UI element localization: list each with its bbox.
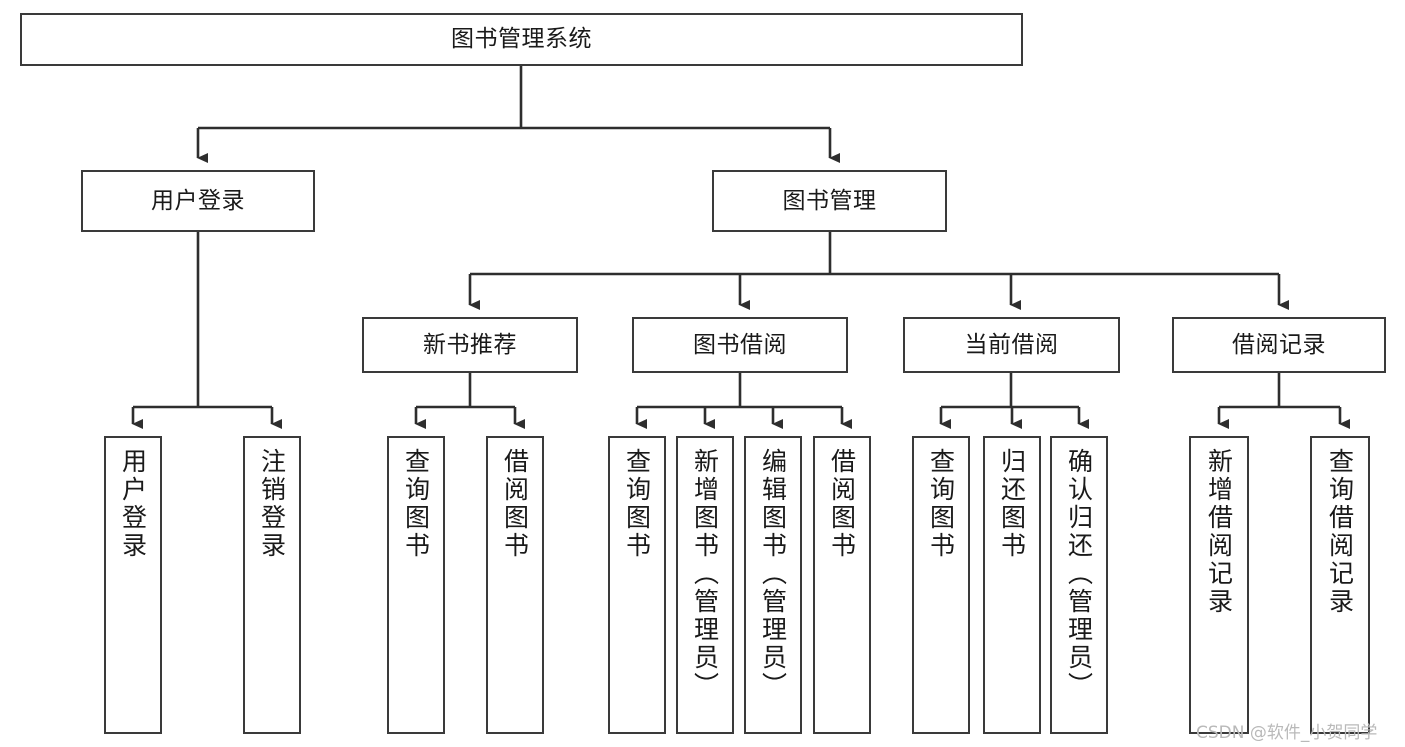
node-root[interactable]: 图书管理系统: [20, 13, 1023, 66]
csdn-watermark: CSDN @软件_小贺同学: [1196, 723, 1378, 743]
leaf-user-login[interactable]: 用户登录: [104, 436, 162, 734]
leaf-user-login-label: 用户登录: [118, 448, 148, 560]
leaf-borrow-edit-book-label: 编辑图书（管理员）: [758, 448, 788, 700]
leaf-record-query-record[interactable]: 查询借阅记录: [1310, 436, 1370, 734]
leaf-newbook-borrow-book[interactable]: 借阅图书: [486, 436, 544, 734]
node-root-label: 图书管理系统: [451, 26, 592, 53]
leaf-newbook-borrow-book-label: 借阅图书: [500, 448, 530, 560]
node-user-login-label: 用户登录: [151, 187, 245, 214]
leaf-current-query-book-label: 查询图书: [926, 448, 956, 560]
leaf-current-return-book-label: 归还图书: [997, 448, 1027, 560]
leaf-logout[interactable]: 注销登录: [243, 436, 301, 734]
leaf-borrow-add-book-label: 新增图书（管理员）: [690, 448, 720, 700]
leaf-borrow-borrow-book-label: 借阅图书: [827, 448, 857, 560]
node-new-book-recommend[interactable]: 新书推荐: [362, 317, 578, 373]
leaf-current-confirm-return[interactable]: 确认归还（管理员）: [1050, 436, 1108, 734]
leaf-record-query-record-label: 查询借阅记录: [1325, 448, 1355, 616]
leaf-current-confirm-return-label: 确认归还（管理员）: [1064, 448, 1094, 700]
node-current-borrow-label: 当前借阅: [964, 331, 1059, 358]
leaf-newbook-query-book[interactable]: 查询图书: [387, 436, 445, 734]
leaf-newbook-query-book-label: 查询图书: [401, 448, 431, 560]
leaf-borrow-borrow-book[interactable]: 借阅图书: [813, 436, 871, 734]
node-book-management[interactable]: 图书管理: [712, 170, 947, 232]
node-book-management-label: 图书管理: [782, 187, 877, 214]
leaf-borrow-add-book[interactable]: 新增图书（管理员）: [676, 436, 734, 734]
leaf-borrow-query-book[interactable]: 查询图书: [608, 436, 666, 734]
node-user-login[interactable]: 用户登录: [81, 170, 315, 232]
leaf-borrow-query-book-label: 查询图书: [622, 448, 652, 560]
node-book-borrow[interactable]: 图书借阅: [632, 317, 848, 373]
leaf-current-return-book[interactable]: 归还图书: [983, 436, 1041, 734]
leaf-record-add-record[interactable]: 新增借阅记录: [1189, 436, 1249, 734]
leaf-record-add-record-label: 新增借阅记录: [1204, 448, 1234, 616]
leaf-current-query-book[interactable]: 查询图书: [912, 436, 970, 734]
leaf-logout-label: 注销登录: [257, 448, 287, 560]
node-borrow-record-label: 借阅记录: [1232, 331, 1326, 358]
leaf-borrow-edit-book[interactable]: 编辑图书（管理员）: [744, 436, 802, 734]
node-borrow-record[interactable]: 借阅记录: [1172, 317, 1386, 373]
node-new-book-recommend-label: 新书推荐: [423, 331, 517, 358]
node-book-borrow-label: 图书借阅: [693, 331, 787, 358]
node-current-borrow[interactable]: 当前借阅: [903, 317, 1120, 373]
